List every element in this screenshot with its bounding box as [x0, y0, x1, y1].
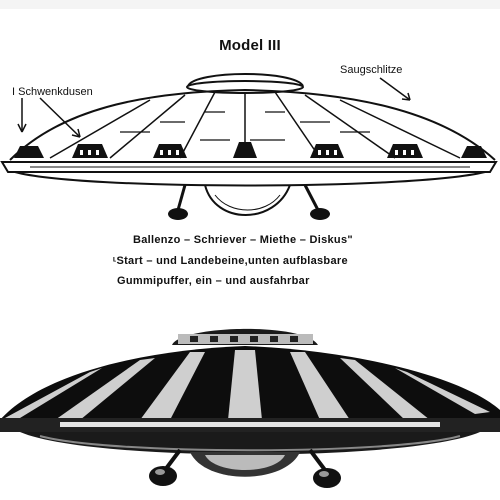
label-schwenkdusen: I Schwenkdusen [12, 86, 93, 98]
lower-canopy [204, 184, 291, 216]
top-strip [0, 0, 500, 9]
caption-line-1: Ballenzo – Schriever – Miethe – Diskus" [133, 234, 353, 246]
caption-line-2: ᶫStart – und Landebeine,unten aufblasbar… [113, 255, 348, 267]
upper-hull-outline [9, 88, 496, 161]
upper-dome [187, 73, 304, 87]
label-saugschlitze: Saugschlitze [340, 64, 403, 76]
diagram-title: Model III [219, 37, 281, 54]
caption-line-3: Gummipuffer, ein – und ausfahrbar [117, 275, 310, 287]
